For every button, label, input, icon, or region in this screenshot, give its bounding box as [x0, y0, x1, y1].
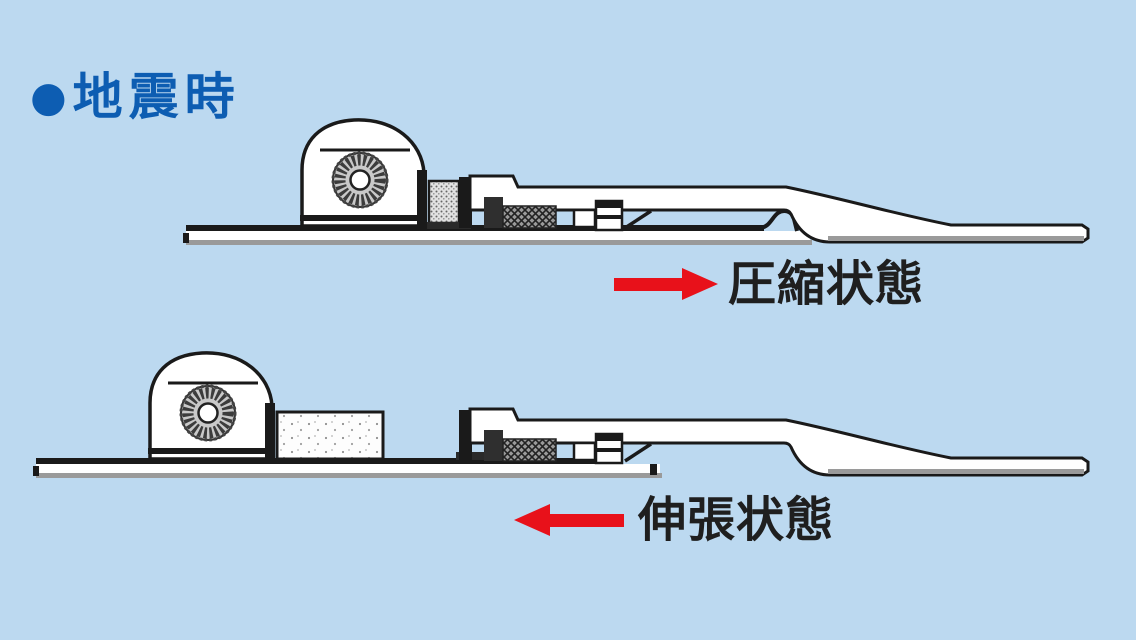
anchor-housing: [300, 120, 427, 226]
page-title-text: 地震時: [72, 68, 241, 126]
extended-state-annotation: 伸張状態: [514, 496, 834, 544]
rubber-buffer-compressed: [427, 179, 471, 229]
extended-state-figure: [33, 353, 1090, 478]
right-arrow-icon: [614, 268, 718, 300]
plate-end-stop: [650, 464, 657, 475]
compressed-state-figure: [183, 120, 1090, 245]
page-title: ● 地震時: [30, 72, 241, 122]
bullet-icon: ●: [30, 72, 67, 121]
extended-state-label: 伸張状態: [638, 492, 835, 548]
compressed-state-annotation: 圧縮状態: [614, 260, 924, 308]
compressed-state-label: 圧縮状態: [728, 256, 925, 312]
rubber-buffer-extended: [275, 410, 385, 461]
left-arrow-icon: [514, 504, 624, 536]
finger-plate: [456, 407, 1090, 477]
anchor-housing: [148, 353, 275, 459]
base-plate: [33, 458, 662, 478]
